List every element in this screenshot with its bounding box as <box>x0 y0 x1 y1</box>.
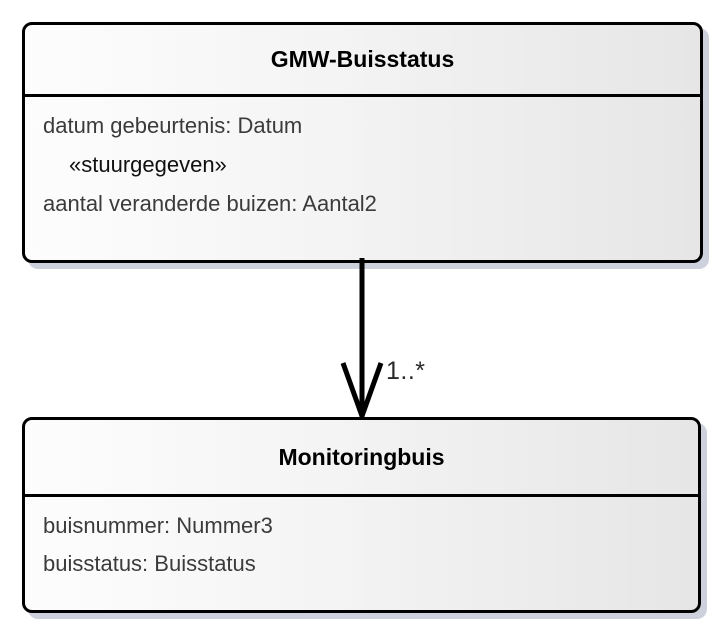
class-title-gmw-buisstatus: GMW-Buisstatus <box>270 46 455 72</box>
class-attributes-gmw-buisstatus: datum gebeurtenis: Datum «stuurgegeven» … <box>25 97 700 223</box>
association-multiplicity-label: 1..* <box>386 357 426 385</box>
class-title-monitoringbuis: Monitoringbuis <box>278 443 445 470</box>
class-attribute: buisnummer: Nummer3 <box>43 513 273 538</box>
class-title-bar-monitoringbuis: Monitoringbuis <box>25 420 698 497</box>
class-attribute: buisstatus: Buisstatus <box>43 551 256 576</box>
class-attributes-monitoringbuis: buisnummer: Nummer3 buisstatus: Buisstat… <box>25 497 698 583</box>
class-attribute: datum gebeurtenis: Datum <box>43 113 303 138</box>
class-title-bar-gmw-buisstatus: GMW-Buisstatus <box>25 25 700 97</box>
class-box-monitoringbuis[interactable]: Monitoringbuis buisnummer: Nummer3 buiss… <box>22 417 701 613</box>
arrowhead-open-icon <box>340 362 384 423</box>
class-box-gmw-buisstatus[interactable]: GMW-Buisstatus datum gebeurtenis: Datum … <box>22 22 703 263</box>
class-attribute-stereotype: «stuurgegeven» <box>69 152 227 177</box>
class-attribute: aantal veranderde buizen: Aantal2 <box>43 191 377 216</box>
association-arrow-gmw-buisstatus-to-monitoringbuis[interactable] <box>330 258 460 423</box>
